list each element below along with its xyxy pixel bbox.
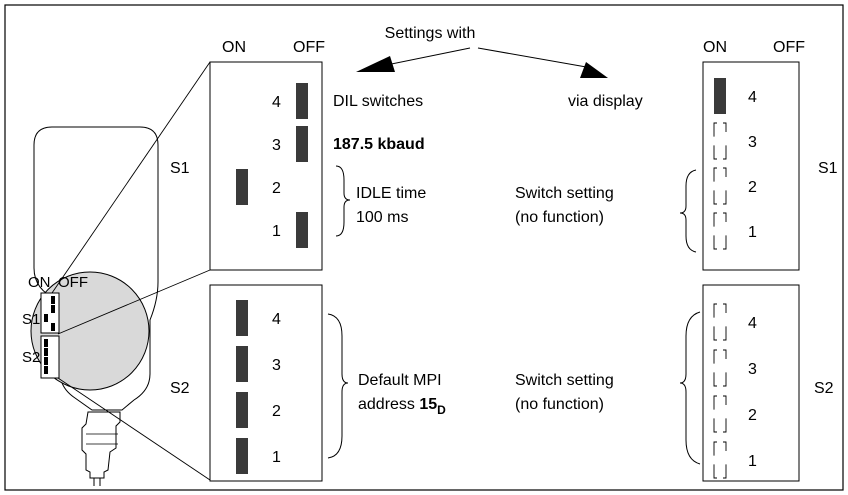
left-s2-switch-2-number: 2 [272,403,281,420]
right-s2-switch-1-empty-slot [713,441,727,479]
right-s1-bracket [679,169,697,253]
device-s2-label: S2 [22,349,40,366]
device-on-label: ON [28,274,51,291]
projection-line-top [51,61,211,294]
mpi-subscript: D [437,403,446,417]
left-s2-switch-4-number: 4 [272,311,281,328]
outer-frame [4,4,844,491]
right-s2-box [702,284,800,482]
left-s1-switch-1-lever [296,212,308,248]
right-s2-switches: 4 3 2 1 [713,303,757,479]
mpi-line2-prefix: address [358,396,419,413]
mpi-bracket [327,313,349,459]
left-s1-switch-4-number: 4 [272,94,281,111]
left-s1-switch-3-lever [296,126,308,162]
idle-time-line2: 100 ms [356,209,408,226]
zoom-circle [30,271,150,391]
right-s2-switch-4-empty-slot [713,303,727,341]
right-on-header: ON [703,39,727,56]
right-s1-switch-1-number: 1 [748,224,757,241]
right-s2-note-line1: Switch setting [515,372,614,389]
right-s2-switch-3-empty-slot [713,349,727,387]
mpi-line1: Default MPI [358,372,442,389]
idle-bracket [335,165,351,237]
left-s1-label: S1 [170,160,190,177]
right-s2-switch-4-number: 4 [748,315,757,332]
dil-switches-label: DIL switches [333,93,423,110]
device-s1-label: S1 [22,311,40,328]
via-display-label: via display [568,93,643,110]
right-off-header: OFF [773,39,805,56]
left-s2-box [209,284,323,482]
left-s2-switch-2-lever [236,392,248,428]
left-s1-switches: 4 3 2 1 [236,83,308,248]
right-s1-note-line1: Switch setting [515,185,614,202]
left-s2-switch-1-number: 1 [272,449,281,466]
right-s2-switch-1-number: 1 [748,453,757,470]
mpi-value: 15 [419,396,437,413]
left-s2-switch-1-lever [236,438,248,474]
right-s2-note-line2: (no function) [515,396,604,413]
left-on-header: ON [222,39,246,56]
right-s1-switch-1-empty-slot [713,212,727,250]
device-s1-block [40,292,60,334]
device-off-label: OFF [58,274,88,291]
baud-rate-label: 187.5 kbaud [333,136,425,153]
left-off-header: OFF [293,39,325,56]
device-s2-block [40,335,60,379]
idle-time-line1: IDLE time [356,185,426,202]
device-connector [81,411,121,479]
left-s1-switch-4-lever [296,83,308,119]
right-s1-switches: 4 3 2 1 [713,78,757,250]
left-s2-switch-3-lever [236,346,248,382]
projection-line-mid [57,269,211,335]
arrow-left-icon [356,56,395,72]
left-s2-switches: 4 3 2 1 [236,300,281,474]
right-s1-note-line2: (no function) [515,209,604,226]
right-s2-switch-2-empty-slot [713,395,727,433]
right-s2-label: S2 [814,380,834,397]
device-illustration: ON OFF S1 S2 [22,126,159,486]
left-s2-label: S2 [170,380,190,397]
settings-with-label: Settings with [385,25,476,42]
right-s1-switch-3-number: 3 [748,134,757,151]
settings-arrows [356,47,608,78]
arrow-right-icon [580,62,608,78]
left-s2-switch-4-lever [236,300,248,336]
right-s1-switch-3-empty-slot [713,122,727,160]
left-s1-switch-2-lever [236,169,248,205]
right-s1-switch-2-empty-slot [713,167,727,205]
right-s1-label: S1 [818,160,838,177]
right-s1-switch-4-number: 4 [748,89,757,106]
right-s2-bracket [679,311,701,465]
left-s1-switch-3-number: 3 [272,137,281,154]
left-s1-switch-1-number: 1 [272,223,281,240]
left-s2-switch-3-number: 3 [272,357,281,374]
right-s2-switch-3-number: 3 [748,361,757,378]
right-s1-switch-2-number: 2 [748,179,757,196]
right-s1-switch-4-lever [714,78,726,114]
mpi-line2: address 15D [358,396,446,417]
projection-line-bottom [57,377,211,481]
right-s2-switch-2-number: 2 [748,407,757,424]
left-s1-switch-2-number: 2 [272,180,281,197]
